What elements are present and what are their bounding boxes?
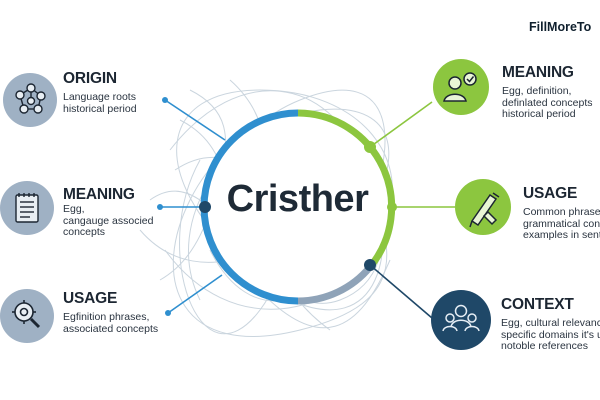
left-node-usage	[0, 289, 54, 343]
context-title: CONTEXT	[501, 296, 574, 313]
ring-arc-green	[297, 109, 396, 270]
network-nodes-icon	[15, 83, 46, 114]
right-node-usage	[455, 179, 511, 235]
left-node-meaning	[0, 181, 54, 235]
usage-right-title: USAGE	[523, 185, 578, 202]
connector-origin	[164, 99, 226, 141]
dot-ring-usage	[387, 202, 397, 212]
brand-label: FillMoreTo	[529, 20, 592, 34]
connector-usage-left	[167, 274, 223, 314]
usage-left-description: Egfinition phrases, associated concepts	[63, 311, 159, 335]
usage-right-description: Common phrases grammatical cont examples…	[523, 206, 600, 241]
connector-meaning-right	[369, 101, 433, 148]
context-description: Egg, cultural relevance, specific domain…	[501, 317, 600, 352]
dot-usage-left-end	[165, 310, 171, 316]
meaning-left-title: MEANING	[63, 186, 135, 203]
right-node-meaning	[433, 59, 489, 115]
origin-title: ORIGIN	[63, 70, 117, 87]
meaning-right-title: MEANING	[502, 64, 574, 81]
ring-arc-slate	[297, 264, 373, 305]
person-check-icon	[443, 72, 477, 102]
meaning-left-description: Egg, cangauge associed concepts	[63, 203, 154, 238]
connector-lines	[160, 99, 455, 319]
dot-meaning-left-end	[157, 204, 163, 210]
dot-origin-end	[162, 97, 168, 103]
dot-ring-meaning	[364, 141, 376, 153]
connector-context	[369, 264, 433, 319]
notebook-icon	[15, 193, 39, 223]
people-group-icon	[442, 304, 480, 332]
dot-ring-left	[199, 201, 211, 213]
connection-dots	[157, 97, 397, 316]
origin-description: Language roots historical period	[63, 91, 137, 115]
dot-ring-context	[364, 259, 376, 271]
magnifier-gear-icon	[12, 300, 41, 329]
right-node-context	[431, 290, 491, 350]
usage-left-title: USAGE	[63, 290, 118, 307]
center-title: Cristher	[226, 178, 369, 220]
meaning-right-description: Egg, definition, definlated concepts his…	[502, 85, 593, 120]
left-node-origin	[3, 73, 57, 127]
pen-tools-icon	[469, 192, 500, 228]
